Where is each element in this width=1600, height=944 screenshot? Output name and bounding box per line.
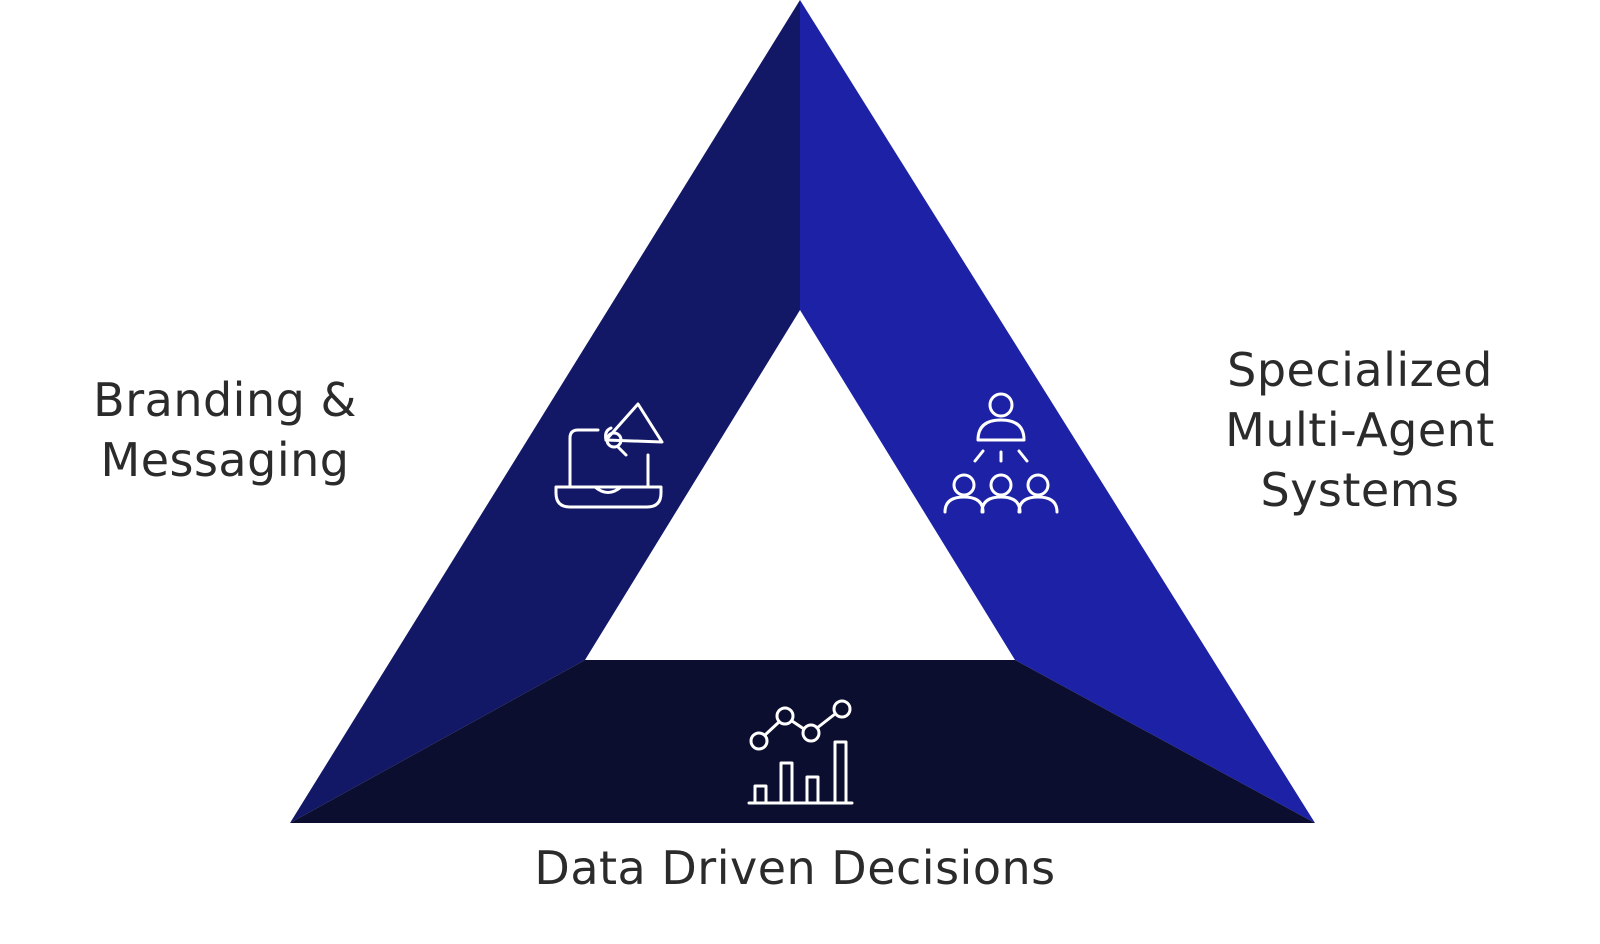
triangle-band-bottom	[290, 660, 1315, 823]
triangle-band-left	[290, 0, 800, 823]
label-line: Messaging	[100, 433, 350, 487]
segment-label-branding: Branding & Messaging	[60, 370, 390, 490]
label-line: Specialized	[1227, 343, 1493, 397]
triangle-band-right	[800, 0, 1315, 823]
segment-label-multi-agent: Specialized Multi-Agent Systems	[1190, 340, 1530, 520]
label-line: Systems	[1260, 463, 1460, 517]
laptop-megaphone-icon	[554, 402, 664, 509]
analytics-chart-icon	[747, 699, 854, 805]
team-hierarchy-icon	[943, 392, 1059, 514]
segment-label-data-driven: Data Driven Decisions	[480, 838, 1110, 898]
label-line: Multi-Agent	[1225, 403, 1495, 457]
label-line: Branding &	[93, 373, 357, 427]
label-line: Data Driven Decisions	[534, 841, 1056, 895]
